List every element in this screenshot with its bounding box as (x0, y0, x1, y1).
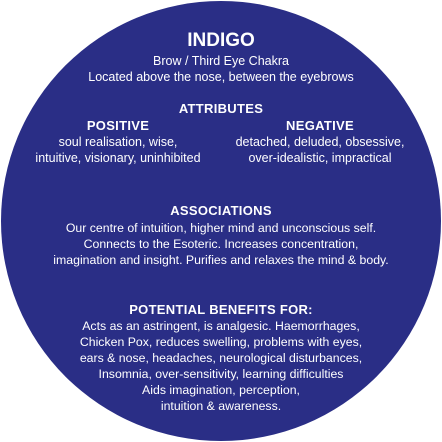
benefits-heading: POTENTIAL BENEFITS FOR: (129, 302, 313, 317)
chakra-location: Located above the nose, between the eyeb… (88, 70, 354, 84)
negative-heading: NEGATIVE (286, 118, 354, 133)
associations-line: imagination and insight. Purifies and re… (53, 253, 389, 267)
chakra-title: INDIGO (187, 30, 255, 51)
attributes-heading: ATTRIBUTES (178, 101, 264, 116)
chakra-subtitle: Brow / Third Eye Chakra (153, 54, 289, 68)
negative-column: NEGATIVE detached, deluded, obsessive, o… (220, 118, 420, 166)
negative-line: detached, deluded, obsessive, (235, 135, 405, 149)
benefits-line: ears & nose, headaches, neurological dis… (79, 351, 363, 365)
positive-column: POSITIVE soul realisation, wise, intuiti… (18, 118, 218, 166)
associations-line: Connects to the Esoteric. Increases conc… (83, 237, 359, 251)
positive-line: intuitive, visionary, uninhibited (35, 151, 201, 165)
benefits-line: intuition & awareness. (160, 399, 282, 413)
benefits-line: Aids imagination, perception, (142, 383, 300, 397)
positive-line: soul realisation, wise, (58, 135, 178, 149)
benefits-line: Insomnia, over-sensitivity, learning dif… (98, 367, 344, 381)
benefits-line: Chicken Pox, reduces swelling, problems … (79, 335, 363, 349)
benefits-line: Acts as an astringent, is analgesic. Hae… (82, 319, 360, 333)
associations-heading: ASSOCIATIONS (170, 203, 272, 218)
positive-heading: POSITIVE (86, 118, 150, 133)
negative-line: over-idealistic, impractical (248, 151, 392, 165)
associations-line: Our centre of intuition, higher mind and… (65, 221, 377, 235)
